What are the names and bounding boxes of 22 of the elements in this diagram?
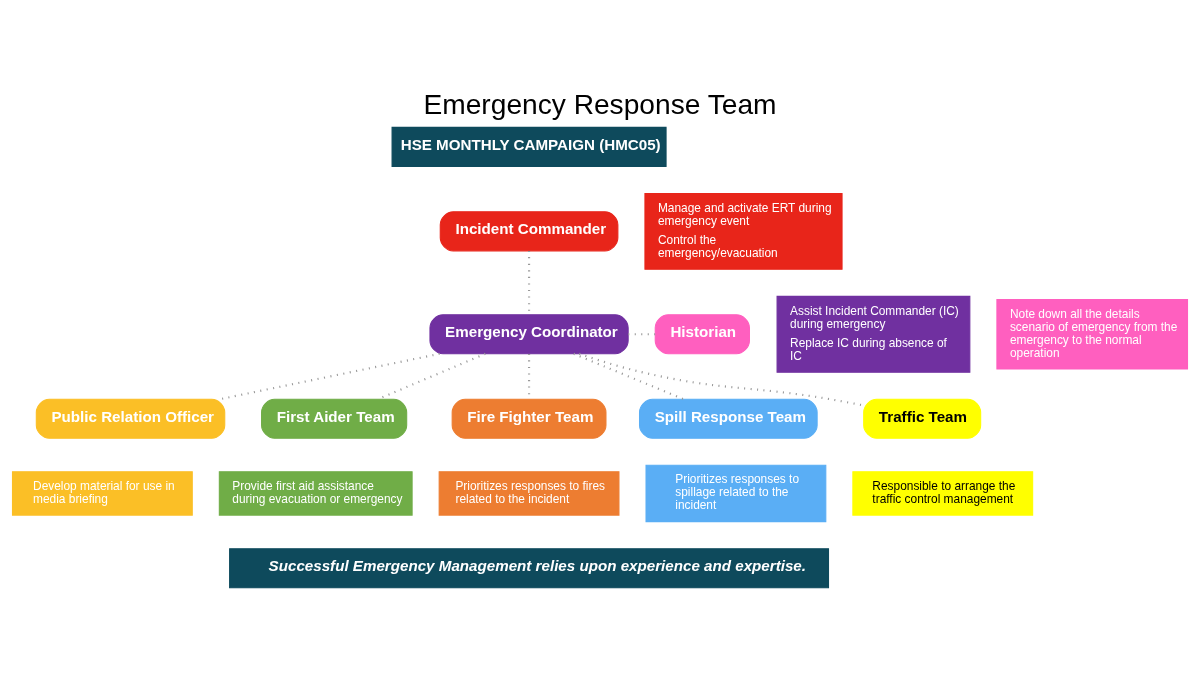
label: HSE MONTHLY CAMPAIGN (HMC05): [400, 135, 661, 153]
node-box: Responsible to arrange the traffic control management: [852, 471, 1034, 516]
node-box: Develop material for use in media briefing: [11, 471, 193, 516]
node-box: Provide first aid assistance during evacuation or emergency: [218, 471, 413, 516]
node-box: Fire Fighter Team: [451, 398, 607, 439]
diagram-title: Emergency Response Team: [423, 89, 777, 121]
connector: [578, 352, 864, 407]
node-box: Emergency Coordinator: [429, 314, 629, 355]
node-box: First Aider Team: [261, 398, 408, 439]
node-box: Note down all the details scenario of emergency from the emergency to the normal operation: [996, 299, 1189, 370]
connector: [573, 352, 684, 401]
node-box: Prioritizes responses to fires related to the incident: [438, 471, 620, 516]
node-box: Assist Incident Commander (IC) during emergency Replace IC during absence of IC: [776, 295, 971, 373]
node-box: Manage and activate ERT during emergency event Control the emergency/evacuation: [644, 192, 843, 270]
node-box: Traffic Team: [863, 398, 982, 439]
node-box: Spill Response Team: [639, 398, 818, 439]
node-box: Historian: [654, 314, 750, 355]
node-box: Public Relation Officer: [35, 398, 226, 439]
node-box: Prioritizes responses to spillage related to the incident: [645, 464, 827, 523]
caption: Successful Emergency Management relies upon experience and expertise.: [268, 557, 807, 575]
connector: [219, 352, 440, 401]
node-box: Incident Commander: [439, 211, 619, 252]
